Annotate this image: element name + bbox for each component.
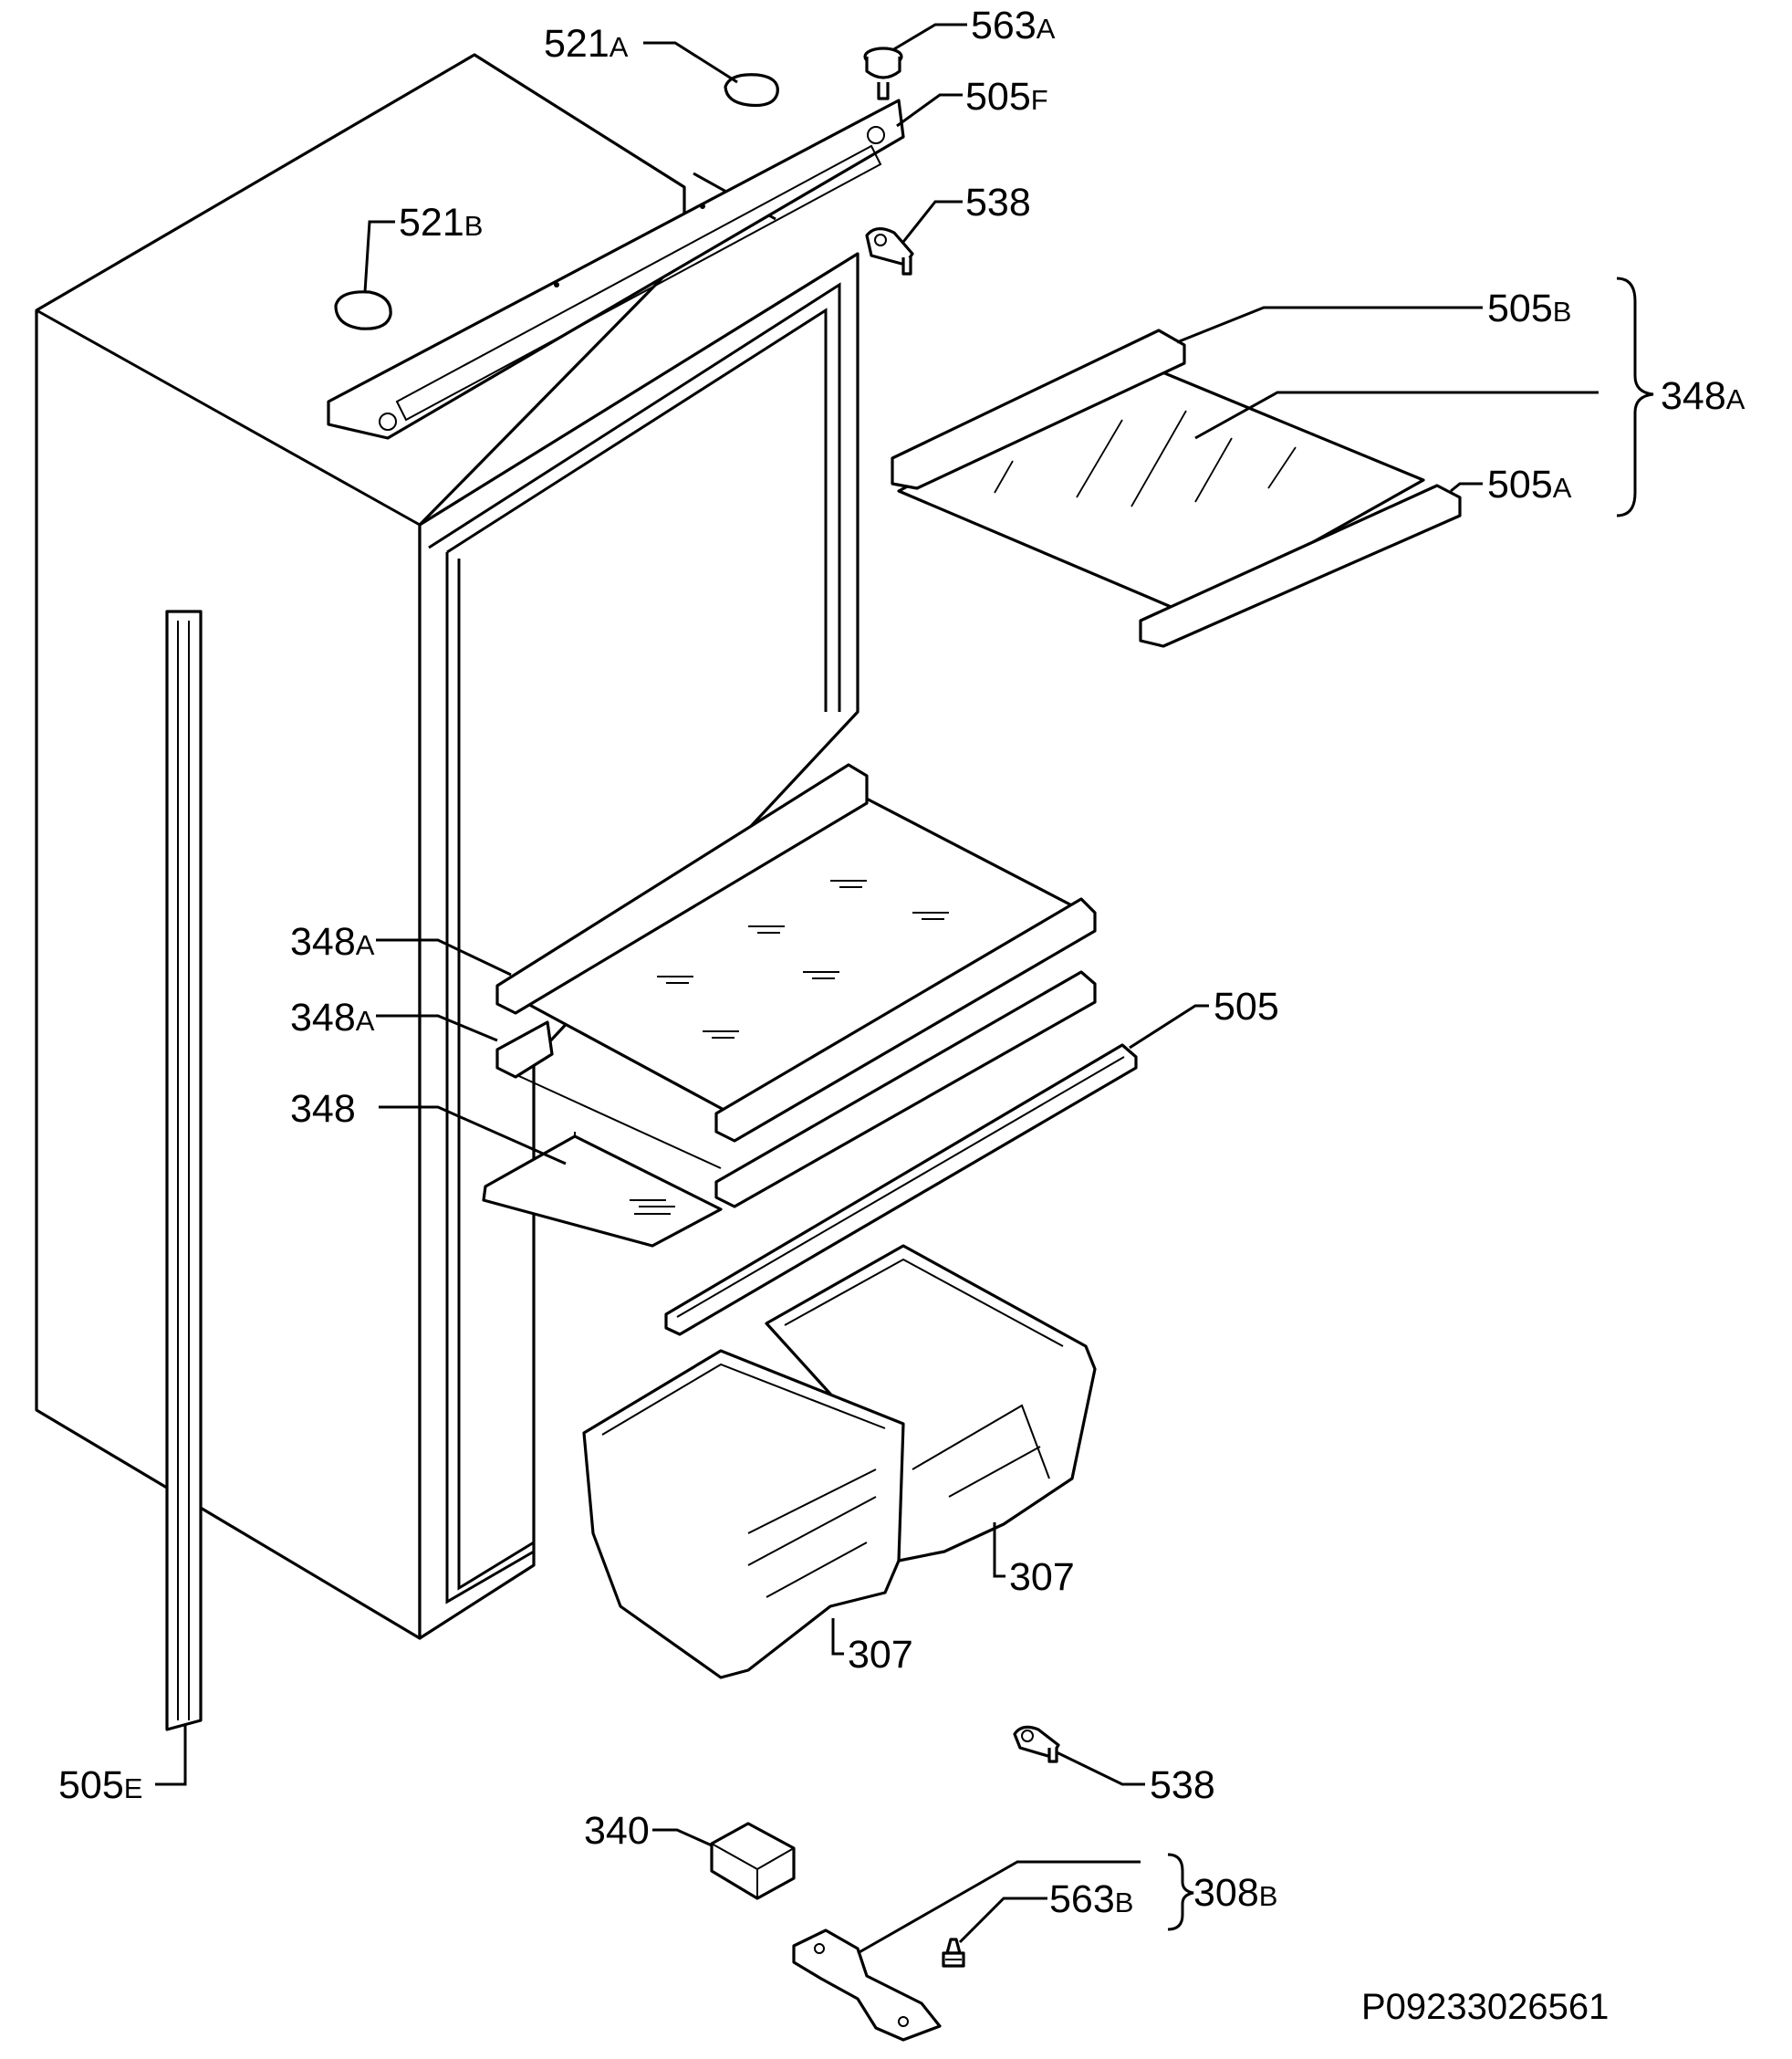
callout-348: 348 bbox=[290, 1087, 356, 1131]
shelf-348a-second bbox=[495, 970, 1097, 1208]
callout-505: 505 bbox=[1214, 985, 1279, 1029]
callout-521a: 521A bbox=[544, 22, 629, 66]
top-rail-505f bbox=[327, 99, 905, 440]
callout-348a-1: 348A bbox=[290, 920, 375, 964]
callout-307-right: 307 bbox=[1009, 1555, 1075, 1599]
callout-563a: 563A bbox=[971, 4, 1056, 47]
shelf-348a-upper-right bbox=[891, 329, 1462, 648]
callout-340: 340 bbox=[584, 1809, 650, 1853]
brace-348a-group bbox=[1616, 277, 1654, 517]
callout-308b: 308B bbox=[1193, 1871, 1277, 1915]
door-seal-strip-505e bbox=[165, 610, 203, 1731]
screw-563b bbox=[942, 1938, 965, 1968]
callout-505a: 505A bbox=[1487, 463, 1572, 507]
glass-shelf-348 bbox=[482, 1132, 723, 1248]
leader-lines bbox=[155, 23, 1599, 1955]
hinge-pin-538-top bbox=[865, 227, 914, 276]
callout-563b: 563B bbox=[1049, 1877, 1133, 1921]
callout-348a-2: 348A bbox=[290, 996, 375, 1040]
shelf-348a-top bbox=[495, 763, 1097, 1143]
cap-521b bbox=[334, 290, 392, 330]
screw-563a bbox=[863, 47, 903, 100]
shelf-trim-505 bbox=[664, 1043, 1138, 1336]
hinge-plate-308b bbox=[792, 1928, 942, 2042]
brace-308b-group bbox=[1167, 1853, 1194, 1931]
callout-505f: 505F bbox=[965, 75, 1048, 119]
callout-538-top: 538 bbox=[965, 181, 1031, 225]
callout-538-bottom: 538 bbox=[1150, 1763, 1215, 1807]
callout-348a-group: 348A bbox=[1661, 374, 1745, 418]
bracket-340 bbox=[710, 1822, 796, 1900]
cap-521a bbox=[724, 73, 779, 108]
callout-labels: 521A 563A 505F 521B 538 505B 348A 505A 3… bbox=[58, 4, 1745, 2027]
callout-505e: 505E bbox=[58, 1763, 142, 1807]
callout-505b: 505B bbox=[1487, 287, 1571, 330]
callout-521b: 521B bbox=[399, 201, 483, 245]
hinge-pin-538-bottom bbox=[1013, 1725, 1060, 1763]
drawer-307-left bbox=[582, 1349, 905, 1679]
callout-307-left: 307 bbox=[848, 1633, 913, 1677]
drawing-code: P09233026561 bbox=[1361, 1987, 1609, 2027]
